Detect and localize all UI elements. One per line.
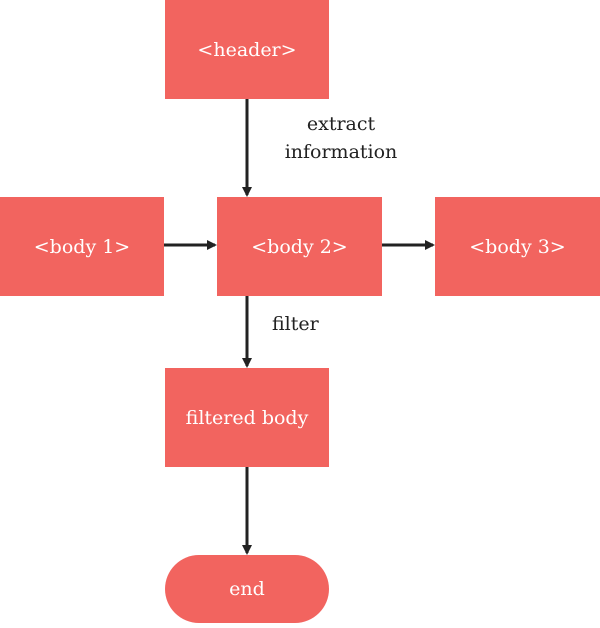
end-node: end <box>165 555 329 623</box>
body1-node-label: <body 1> <box>33 235 131 258</box>
edge-label-extract-line1: extract <box>306 113 376 135</box>
body3-node-label: <body 3> <box>469 235 566 258</box>
body3-node: <body 3> <box>435 197 600 296</box>
body2-node: <body 2> <box>217 197 382 296</box>
edge-label-filter-text: filter <box>272 313 319 335</box>
edge-label-extract: extract information <box>284 110 398 166</box>
end-node-label: end <box>229 578 265 600</box>
filtered-body-node-label: filtered body <box>185 406 309 429</box>
filtered-body-node: filtered body <box>165 368 329 467</box>
edge-label-filter: filter <box>272 310 319 338</box>
body1-node: <body 1> <box>0 197 164 296</box>
edge-label-extract-line2: information <box>284 141 398 163</box>
header-node-label: <header> <box>197 38 297 61</box>
header-node: <header> <box>165 0 329 99</box>
body2-node-label: <body 2> <box>251 235 348 258</box>
